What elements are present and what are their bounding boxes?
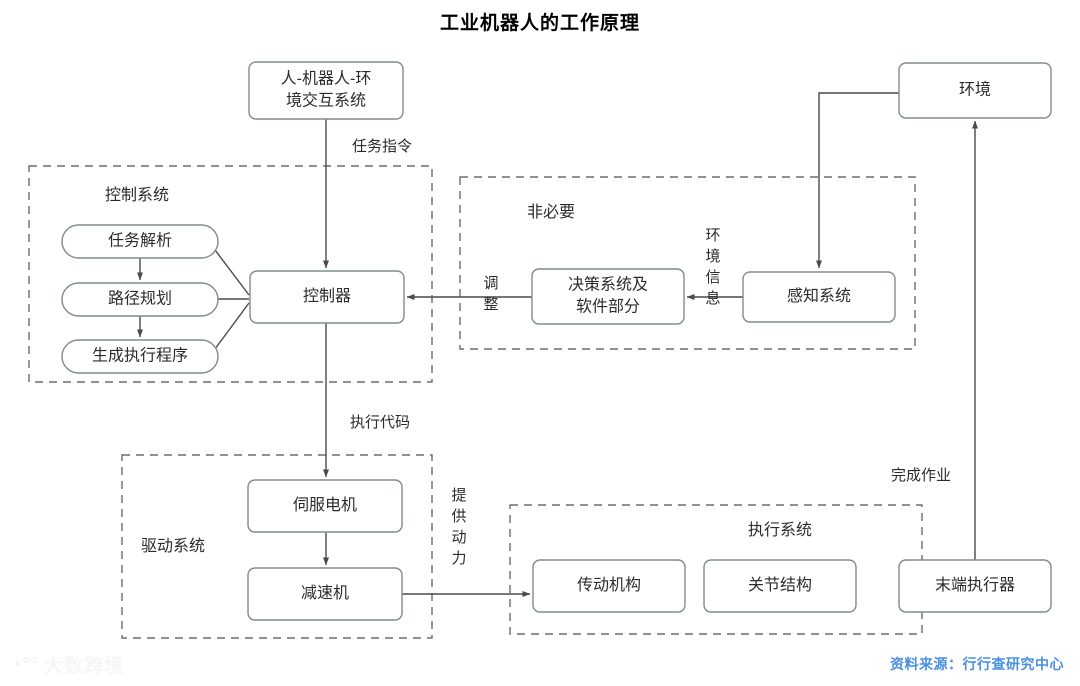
- edge-parsing-to-controller: [211, 245, 250, 296]
- group-box-control-system: [28, 165, 433, 383]
- node-label-environment: 环境: [959, 80, 991, 99]
- node-hre-interaction[interactable]: 人-机器人-环境交互系统: [248, 61, 404, 120]
- node-label-perception-system: 感知系统: [787, 287, 851, 305]
- node-label-decision-software: 决策系统及软件部分: [568, 276, 648, 316]
- edge-label-task-instruction: 任务指令: [352, 138, 412, 155]
- node-end-effector[interactable]: 末端执行器: [898, 559, 1052, 613]
- group-label-control-system: 控制系统: [105, 186, 169, 204]
- edge-label-environment-info: 环境信息: [705, 227, 720, 307]
- node-label-hre-interaction: 人-机器人-环境交互系统: [281, 70, 372, 110]
- node-controller[interactable]: 控制器: [249, 270, 405, 324]
- node-shape-controller[interactable]: [249, 270, 405, 324]
- node-shape-decision-software[interactable]: [531, 268, 685, 325]
- group-label-execution-system: 执行系统: [748, 521, 812, 539]
- node-label-joint-structure: 关节结构: [748, 576, 812, 594]
- node-environment[interactable]: 环境: [898, 62, 1052, 119]
- node-shape-joint-structure[interactable]: [703, 559, 857, 613]
- edge-label-complete-task: 完成作业: [891, 467, 951, 484]
- group-box-optional-system: [459, 176, 916, 350]
- edge-env-to-perception: [816, 92, 899, 269]
- node-shape-path-planning[interactable]: [61, 282, 219, 317]
- node-label-transmission-mechanism: 传动机构: [577, 576, 641, 594]
- node-shape-servo-motor[interactable]: [247, 479, 403, 533]
- node-shape-environment[interactable]: [898, 62, 1052, 119]
- node-shape-transmission-mechanism[interactable]: [532, 559, 686, 613]
- group-label-drive-system: 驱动系统: [141, 537, 205, 555]
- page-title: 工业机器人的工作原理: [439, 13, 640, 34]
- edge-label-provide-power: 提供动力: [451, 487, 466, 567]
- watermark-logo-icon: ◔°°: [10, 653, 39, 676]
- node-label-servo-motor: 伺服电机: [293, 496, 357, 514]
- node-shape-perception-system[interactable]: [742, 271, 896, 323]
- node-shape-program-generation[interactable]: [61, 339, 219, 374]
- node-label-end-effector: 末端执行器: [935, 576, 1015, 594]
- node-label-program-generation: 生成执行程序: [92, 347, 188, 365]
- node-program-generation[interactable]: 生成执行程序: [61, 339, 219, 374]
- watermark: ◔°° 大数跨境: [10, 651, 124, 678]
- node-task-parsing[interactable]: 任务解析: [61, 224, 219, 259]
- group-label-optional-system: 非必要: [527, 203, 575, 221]
- node-shape-task-parsing[interactable]: [61, 224, 219, 259]
- node-shape-reducer[interactable]: [247, 567, 403, 621]
- edge-label-adjust: 调整: [483, 275, 498, 313]
- node-transmission-mechanism[interactable]: 传动机构: [532, 559, 686, 613]
- edge-program-to-controller: [211, 302, 250, 354]
- node-shape-hre-interaction[interactable]: [248, 61, 404, 120]
- node-label-reducer: 减速机: [301, 584, 349, 602]
- node-perception-system[interactable]: 感知系统: [742, 271, 896, 323]
- edge-label-execute-code: 执行代码: [350, 414, 410, 431]
- node-label-path-planning: 路径规划: [108, 290, 172, 308]
- node-reducer[interactable]: 减速机: [247, 567, 403, 621]
- edges-layer: [137, 92, 978, 597]
- node-label-task-parsing: 任务解析: [108, 232, 172, 250]
- node-servo-motor[interactable]: 伺服电机: [247, 479, 403, 533]
- source-note: 资料来源：行行查研究中心: [890, 656, 1064, 672]
- node-joint-structure[interactable]: 关节结构: [703, 559, 857, 613]
- node-path-planning[interactable]: 路径规划: [61, 282, 219, 317]
- node-shape-end-effector[interactable]: [898, 559, 1052, 613]
- group-box-drive-system: [121, 454, 433, 639]
- watermark-label: 大数跨境: [44, 656, 125, 677]
- node-label-controller: 控制器: [303, 287, 351, 305]
- node-decision-software[interactable]: 决策系统及软件部分: [531, 268, 685, 325]
